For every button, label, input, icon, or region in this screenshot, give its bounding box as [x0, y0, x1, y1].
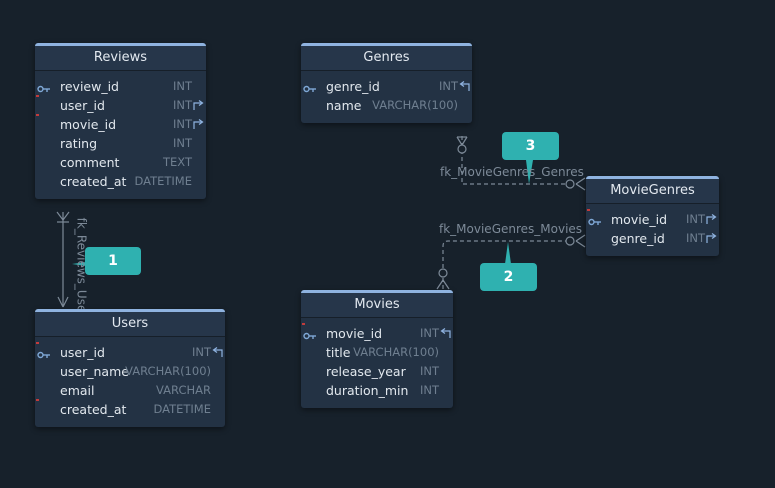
- field-name: duration_min: [326, 383, 409, 398]
- field-row[interactable]: review_id INT: [35, 77, 206, 96]
- field-name: rating: [60, 136, 98, 151]
- annotation-badge-2[interactable]: 2: [480, 263, 537, 291]
- field-row[interactable]: created_at DATETIME: [35, 399, 225, 419]
- field-name: user_name: [60, 364, 129, 379]
- foreign-key-marker: [587, 209, 590, 211]
- field-type: INT: [685, 231, 705, 245]
- edge-reviews-users[interactable]: [56, 211, 70, 308]
- annotation-badge-1[interactable]: 1: [85, 247, 141, 275]
- foreign-key-marker: [36, 95, 39, 97]
- table-genres[interactable]: Genres genre_id INT name VARCHAR(100): [301, 43, 472, 123]
- table-fields: genre_id INT name VARCHAR(100): [301, 71, 472, 123]
- field-name: movie_id: [326, 326, 383, 341]
- reference-in-icon: [440, 325, 451, 338]
- primary-key-icon: [37, 346, 51, 359]
- field-name: genre_id: [611, 231, 665, 246]
- field-row[interactable]: genre_id INT: [586, 229, 719, 248]
- field-type: DATETIME: [153, 402, 211, 416]
- field-type: INT: [172, 98, 192, 112]
- field-name: created_at: [60, 174, 127, 189]
- field-type: INT: [419, 326, 439, 340]
- field-name: release_year: [326, 364, 406, 379]
- field-type: DATETIME: [134, 174, 192, 188]
- reference-in-icon: [459, 78, 470, 91]
- field-type: INT: [191, 345, 211, 359]
- field-type: INT: [172, 117, 192, 131]
- field-name: user_id: [60, 345, 105, 360]
- field-type: VARCHAR(100): [125, 364, 211, 378]
- primary-key-icon: [588, 213, 602, 226]
- foreign-key-marker: [36, 114, 39, 116]
- field-name: title: [326, 345, 351, 360]
- field-type: INT: [419, 364, 439, 378]
- field-row[interactable]: name VARCHAR(100): [301, 96, 472, 115]
- field-type: VARCHAR: [156, 383, 211, 397]
- field-row[interactable]: genre_id INT: [301, 77, 472, 96]
- reference-out-icon: [706, 211, 717, 224]
- field-row[interactable]: comment TEXT: [35, 153, 206, 172]
- field-row[interactable]: movie_id INT: [35, 114, 206, 134]
- edge-label-moviegenres-genres: fk_MovieGenres_Genres: [440, 165, 584, 179]
- field-row[interactable]: rating INT: [35, 134, 206, 153]
- field-type: VARCHAR(100): [353, 345, 439, 359]
- field-name: user_id: [60, 98, 105, 113]
- reference-out-icon: [193, 97, 204, 110]
- field-type: INT: [685, 212, 705, 226]
- field-row[interactable]: created_at DATETIME: [35, 172, 206, 191]
- field-name: genre_id: [326, 79, 380, 94]
- field-row[interactable]: movie_id INT: [301, 323, 453, 343]
- field-name: created_at: [60, 402, 127, 417]
- field-name: name: [326, 98, 362, 113]
- field-row[interactable]: user_id INT: [35, 95, 206, 115]
- table-title: MovieGenres: [586, 179, 719, 204]
- table-title: Users: [35, 312, 225, 337]
- primary-key-icon: [303, 80, 317, 93]
- field-name: movie_id: [60, 117, 117, 132]
- field-type: INT: [438, 79, 458, 93]
- field-type: INT: [172, 79, 192, 93]
- field-type: INT: [172, 136, 192, 150]
- field-name: movie_id: [611, 212, 668, 227]
- primary-key-icon: [303, 327, 317, 340]
- reference-out-icon: [193, 116, 204, 129]
- foreign-key-marker: [36, 342, 39, 344]
- annotation-badge-3[interactable]: 3: [502, 132, 559, 160]
- edge-label-moviegenres-movies: fk_MovieGenres_Movies: [439, 222, 583, 236]
- table-title: Reviews: [35, 46, 206, 71]
- field-name: email: [60, 383, 95, 398]
- field-row[interactable]: movie_id INT: [586, 209, 719, 229]
- foreign-key-marker: [36, 399, 39, 401]
- reference-out-icon: [706, 230, 717, 243]
- field-row[interactable]: email VARCHAR: [35, 381, 225, 400]
- field-type: VARCHAR(100): [372, 98, 458, 112]
- field-type: INT: [419, 383, 439, 397]
- field-name: review_id: [60, 79, 119, 94]
- field-row[interactable]: release_year INT: [301, 362, 453, 381]
- table-title: Genres: [301, 46, 472, 71]
- foreign-key-marker: [302, 323, 305, 325]
- table-title: Movies: [301, 293, 453, 318]
- field-type: TEXT: [163, 155, 192, 169]
- field-row[interactable]: user_id INT: [35, 342, 225, 362]
- reference-in-icon: [212, 344, 223, 357]
- field-row[interactable]: duration_min INT: [301, 381, 453, 400]
- field-name: comment: [60, 155, 120, 170]
- primary-key-icon: [37, 80, 51, 93]
